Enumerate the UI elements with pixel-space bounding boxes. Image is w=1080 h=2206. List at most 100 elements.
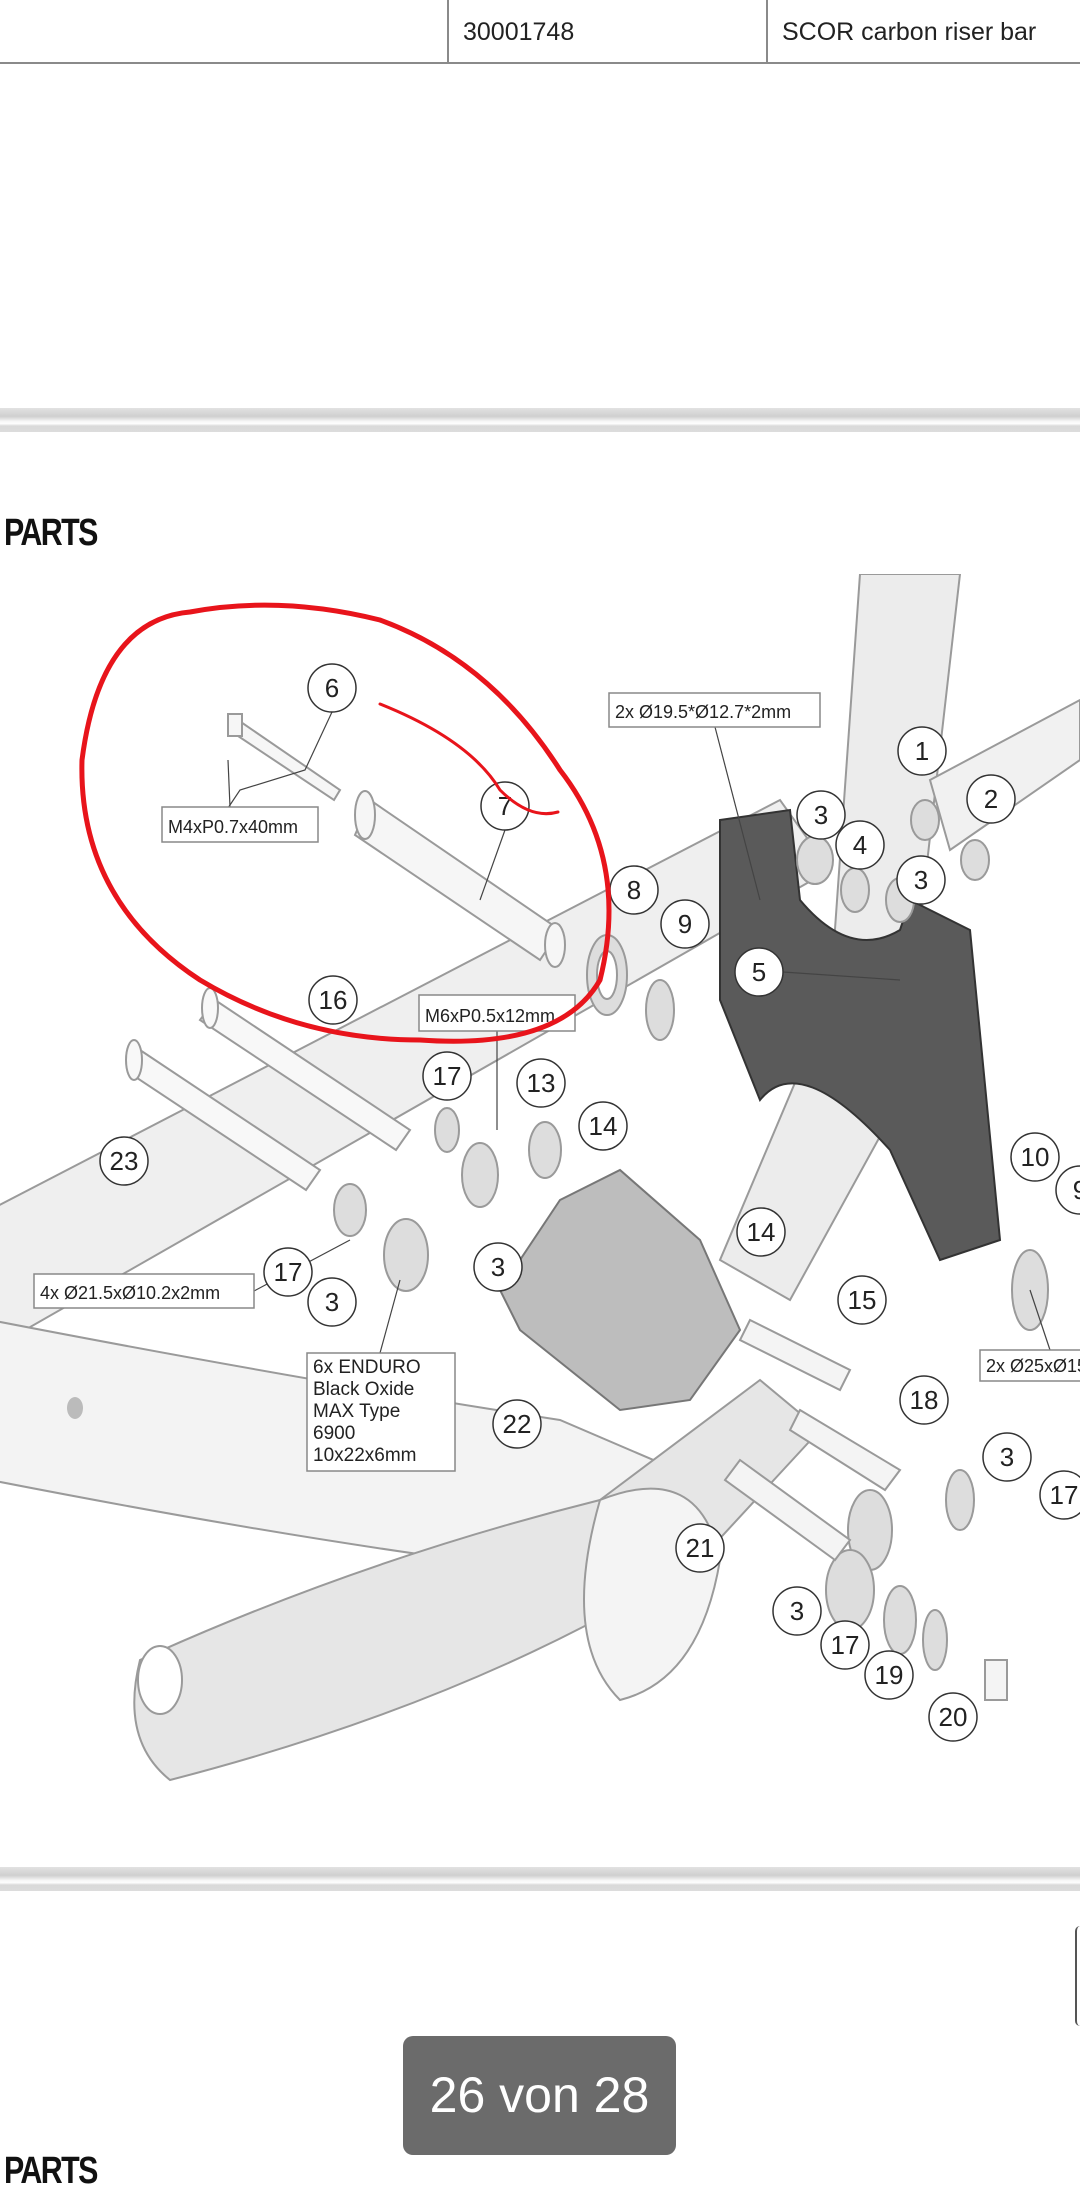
callout-circle [660,899,710,949]
callout-circle [1010,1132,1060,1182]
callout-13: 13 [516,1058,566,1108]
callout-7: 7 [480,781,530,831]
callout-6: 6 [307,663,357,713]
callout-label: 14 [589,1111,618,1141]
clevis [498,1168,742,1412]
note-text: 10x22x6mm [313,1445,417,1466]
note-text: 2x Ø19.5*Ø12.7*2mm [615,702,791,722]
callout-label: 2 [984,784,998,814]
callout-14: 14 [736,1207,786,1257]
callout-circle [835,820,885,870]
note-box [608,692,821,728]
callout-circle [864,1650,914,1700]
note-text: 2x Ø25xØ15x2 [986,1356,1080,1376]
callout-label: 22 [503,1409,532,1439]
leader-lines [227,711,1051,1354]
callout-label: 17 [831,1630,860,1660]
callout-8: 8 [609,865,659,915]
callout-circle [516,1058,566,1108]
callout-circle [307,1277,357,1327]
callout-23: 23 [99,1136,149,1186]
callout-circle [99,1136,149,1186]
callout-circle [308,975,358,1025]
callout-3: 3 [772,1586,822,1636]
callout-circle [736,1207,786,1257]
callout-circle [578,1101,628,1151]
callout-17: 17 [1039,1470,1080,1520]
page-indicator: 26 von 28 [403,2036,676,2155]
callout-1: 1 [897,726,947,776]
callout-21: 21 [675,1523,725,1573]
callout-label: 4 [853,830,867,860]
callout-5: 5 [734,947,784,997]
callout-label: 10 [1021,1142,1050,1172]
callout-label: 3 [814,800,828,830]
note-text: M6xP0.5x12mm [425,1006,555,1026]
callout-3: 3 [796,790,846,840]
callout-label: 15 [848,1285,877,1315]
red-strike-markup [378,702,560,816]
note-box [306,1352,456,1472]
note-box [161,806,319,843]
note-box [33,1273,255,1309]
bearings [333,799,1049,1671]
note-text: Black Oxide [313,1379,414,1400]
callout-label: 18 [910,1385,939,1415]
callout-3: 3 [896,855,946,905]
callout-15: 15 [837,1275,887,1325]
callout-19: 19 [864,1650,914,1700]
callout-circle [422,1051,472,1101]
callout-circle [837,1275,887,1325]
part-number-cell: 30001748 [447,0,766,62]
callout-circle [1055,1165,1080,1215]
callout-label: 3 [914,865,928,895]
note-washer-right: 2x Ø25xØ15x2 [979,1349,1080,1382]
axle-23 [125,1039,322,1192]
callout-circle [473,1242,523,1292]
rocker-link [719,808,1002,1262]
callout-3: 3 [307,1277,357,1327]
note-bolt-m4: M4xP0.7x40mm [161,806,319,843]
callout-label: 9 [1073,1175,1080,1205]
callout-label: 21 [686,1533,715,1563]
callout-label: 3 [491,1252,505,1282]
note-washer-left: 4x Ø21.5xØ10.2x2mm [33,1273,255,1309]
callout-circle [480,781,530,831]
part-description-cell: SCOR carbon riser bar [766,0,1080,62]
callout-18: 18 [899,1375,949,1425]
callout-label: 17 [1050,1480,1079,1510]
callout-20: 20 [928,1692,978,1742]
axle-7 [353,790,566,968]
callout-14: 14 [578,1101,628,1151]
callout-label: 16 [319,985,348,1015]
callout-label: 20 [939,1702,968,1732]
callout-label: 9 [678,909,692,939]
callout-label: 17 [433,1061,462,1091]
note-text: M4xP0.7x40mm [168,817,298,837]
bb-shell [583,1487,722,1702]
page-separator [0,408,1080,432]
callout-16: 16 [308,975,358,1025]
top-tube [928,698,1080,852]
section-heading-next: PARTS [4,2150,98,2192]
dimension-notes: 2x Ø19.5*Ø12.7*2mmM4xP0.7x40mmM6xP0.5x12… [33,692,1080,1472]
callout-17: 17 [263,1247,313,1297]
next-page-edge [1075,1926,1080,2026]
callout-label: 8 [627,875,641,905]
callout-circle [966,774,1016,824]
callout-circle [675,1523,725,1573]
callouts: 6789123435161713142310917331415182231721… [99,663,1080,1742]
callout-circle [896,855,946,905]
pins [723,1318,1008,1701]
callout-circle [772,1586,822,1636]
callout-4: 4 [835,820,885,870]
bolt-6 [227,713,342,802]
callout-label: 17 [274,1257,303,1287]
page-separator-2 [0,1867,1080,1891]
callout-circle [982,1432,1032,1482]
callout-circle [897,726,947,776]
callout-circle [734,947,784,997]
note-text: 6900 [313,1423,355,1444]
callout-17: 17 [820,1620,870,1670]
